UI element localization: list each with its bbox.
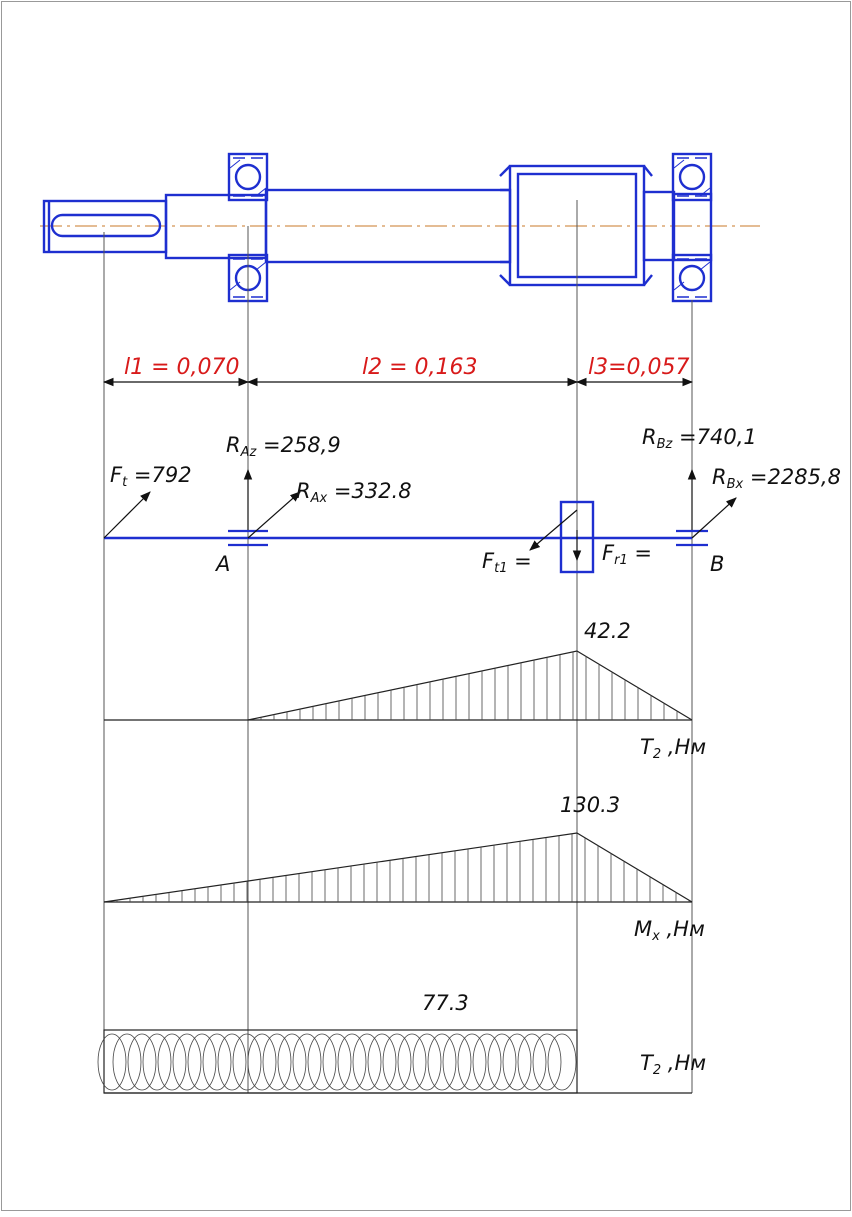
- diagram-3-unit: T2 ,Нм: [640, 1051, 706, 1078]
- label-rax: RAx =332.8: [296, 479, 412, 506]
- diagram-2-hatching: [116, 833, 690, 902]
- label-ft: Ft =792: [110, 463, 192, 490]
- support-b-label: B: [710, 552, 724, 576]
- diagram-3: [97, 1029, 692, 1094]
- bearing-a: [227, 152, 269, 303]
- pattern-loop: [472, 1033, 502, 1091]
- force-rbx-arrow: [691, 497, 737, 539]
- loading-scheme: [103, 468, 737, 574]
- pattern-loop: [487, 1033, 517, 1091]
- dimension-l1: l1 = 0,070: [124, 355, 240, 380]
- support-a-label: A: [214, 552, 230, 576]
- diagram-1: [104, 650, 693, 721]
- pattern-loop: [532, 1033, 562, 1091]
- diagram-2-unit: Mx ,Нм: [634, 917, 705, 944]
- label-ft1: Ft1 =: [482, 549, 532, 576]
- pattern-loop: [502, 1033, 532, 1091]
- diagram-3-value: 77.3: [422, 991, 469, 1015]
- pattern-loop: [547, 1033, 577, 1091]
- diagram-2-peak: 130.3: [560, 793, 620, 817]
- pattern-loop: [412, 1033, 442, 1091]
- force-rax-arrow: [247, 491, 301, 539]
- pattern-loop: [202, 1033, 232, 1091]
- pattern-loop: [517, 1033, 547, 1091]
- pattern-loop: [97, 1033, 127, 1091]
- pattern-loop: [307, 1033, 337, 1091]
- pattern-loop: [442, 1033, 472, 1091]
- pattern-loop: [187, 1033, 217, 1091]
- pattern-loop: [292, 1033, 322, 1091]
- pattern-loop: [217, 1033, 247, 1091]
- bearing-hatching: [229, 159, 711, 291]
- gear-load-box: [559, 500, 595, 574]
- bearing-b: [671, 152, 713, 303]
- pattern-loop: [337, 1033, 367, 1091]
- diagram-1-peak: 42.2: [584, 619, 631, 643]
- pattern-loop: [172, 1033, 202, 1091]
- pattern-loop: [157, 1033, 187, 1091]
- diagram-2: [103, 832, 693, 903]
- pattern-loop: [427, 1033, 457, 1091]
- dimension-l3: l3=0,057: [588, 355, 690, 380]
- pattern-loop: [352, 1033, 382, 1091]
- shaft-drawing: [40, 152, 760, 303]
- diagram-1-outline: [247, 650, 693, 721]
- force-ft1-arrow: [529, 509, 578, 551]
- label-raz: RAz =258,9: [226, 433, 341, 460]
- pattern-loop: [457, 1033, 487, 1091]
- dimension-l2: l2 = 0,163: [362, 355, 478, 380]
- diagram-3-pattern: [97, 1033, 577, 1091]
- pattern-loop: [247, 1033, 277, 1091]
- diagram-2-outline: [103, 832, 693, 903]
- pattern-loop: [262, 1033, 292, 1091]
- pattern-loop: [112, 1033, 142, 1091]
- label-rbz: RBz =740,1: [642, 425, 757, 452]
- diagram-1-unit: T2 ,Нм: [640, 735, 706, 762]
- diagram-3-block: [103, 1029, 578, 1094]
- pattern-loop: [397, 1033, 427, 1091]
- pattern-loop: [322, 1033, 352, 1091]
- label-fr1: Fr1 =: [602, 541, 652, 568]
- pattern-loop: [367, 1033, 397, 1091]
- reference-lines: [103, 200, 693, 1093]
- support-b-mark: [676, 529, 708, 547]
- diagram-1-hatching: [260, 651, 691, 720]
- pattern-loop: [127, 1033, 157, 1091]
- force-ft-arrow: [103, 491, 151, 539]
- pattern-loop: [232, 1033, 262, 1091]
- shaft-keyed-end: [42, 199, 168, 254]
- pattern-loop: [277, 1033, 307, 1091]
- label-rbx: RBx =2285,8: [712, 465, 841, 492]
- pattern-loop: [382, 1033, 412, 1091]
- pattern-loop: [142, 1033, 172, 1091]
- support-a-mark: [228, 529, 268, 547]
